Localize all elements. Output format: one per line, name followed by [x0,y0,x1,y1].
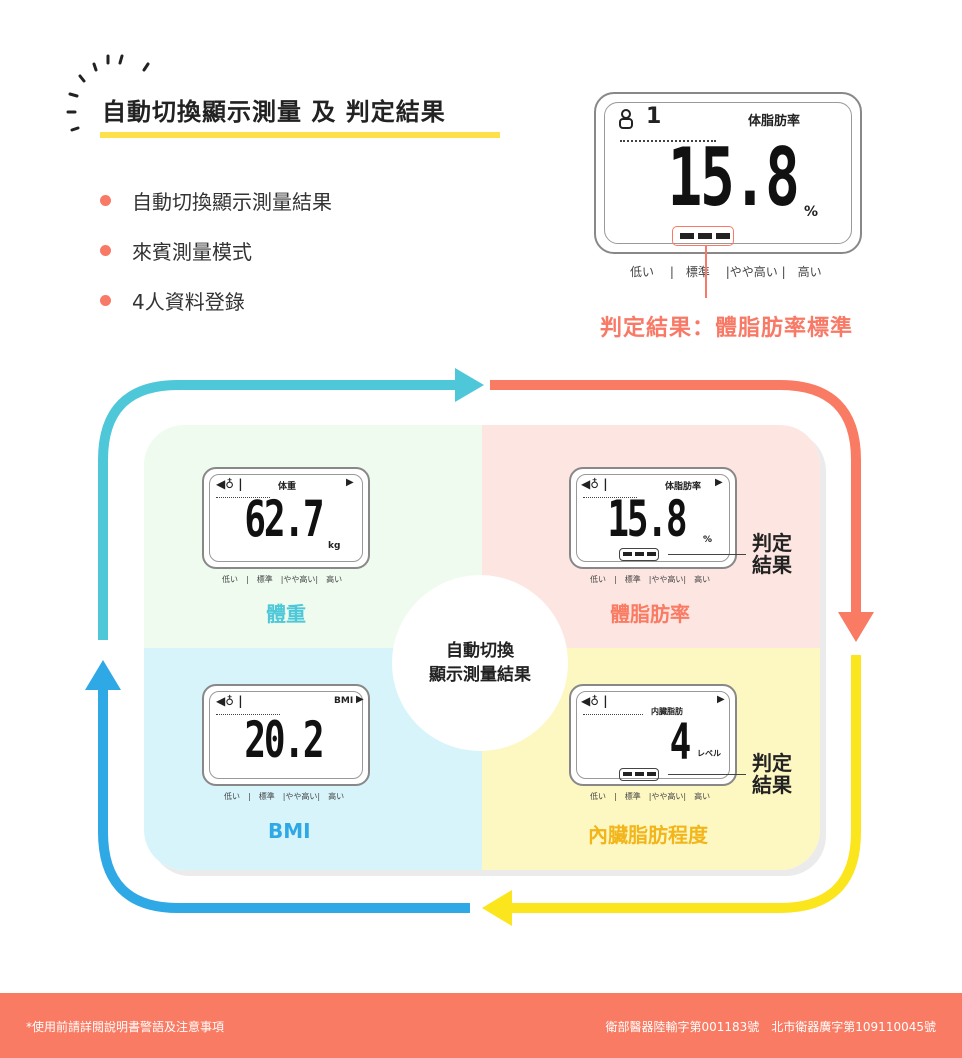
list-item: 自動切換顯示測量結果 [100,186,332,214]
footer: *使用前請詳閱說明書警語及注意事項 衛部醫器陸輸字第001183號 北市衛器廣字… [0,993,962,1058]
lcd-unit: レベル [697,749,721,758]
lcd-label: 体脂肪率 [748,114,801,129]
lcd-value: 15.8 [667,131,800,224]
lcd-display-bmi: ◀♁ | BMI ▶ 20.2 [202,684,370,786]
lcd-display-weight: ◀♁ | 体重 ▶ 62.7 kg [202,467,370,569]
lcd-display-visceral: ◀♁ | 内臓脂肪 ▶ 4 レベル [569,684,737,786]
lcd-value: 20.2 [243,711,324,769]
lcd-label: 体脂肪率 [665,482,702,492]
lcd-unit: % [703,535,713,545]
bullet-dot-icon [100,194,111,206]
judge-bars [623,552,656,556]
bullet-dot-icon [100,244,111,256]
callout-text: 判定結果：體脂肪率標準 [600,316,854,341]
list-item: 4人資料登錄 [100,286,332,314]
lcd-unit: kg [328,541,341,551]
person-icon: ♁ [225,694,235,708]
person-icon: ♁ [225,477,235,491]
footer-license: 衛部醫器陸輸字第001183號 北市衛器廣字第109110045號 [605,1020,936,1034]
judge-bars [680,233,730,239]
judge-label: 判定結果 [752,751,792,797]
callout-line [705,246,707,298]
judge-label: 判定結果 [752,531,792,577]
feature-list: 自動切換顯示測量結果 來賓測量模式 4人資料登錄 [100,186,332,336]
center-line-2: 顯示測量結果 [429,665,531,685]
list-item-text: 4人資料登錄 [132,289,245,314]
scale-row: 低い | 標準 |やや高い| 高い [590,792,711,801]
sparkle-icon [66,54,150,132]
quadrant-label: 體脂肪率 [610,602,690,626]
lcd-unit: % [804,204,819,220]
user-number: 1 [646,104,662,129]
quadrant-label: 內臟脂肪程度 [588,823,708,847]
person-icon: ♁ [590,477,600,491]
list-item-text: 自動切換顯示測量結果 [132,189,332,214]
list-item-text: 來賓測量模式 [132,239,252,264]
quadrant-label: BMI [268,819,311,843]
list-item: 來賓測量模式 [100,236,332,264]
lcd-label: 体重 [278,482,297,492]
scale-row: 低い | 標準 |やや高い| 高い [224,792,345,801]
lcd-label: 内臓脂肪 [651,707,683,716]
center-line-1: 自動切換 [446,641,514,661]
page-title: 自動切換顯示測量 及 判定結果 [102,98,446,126]
quadrant-label: 體重 [266,602,306,626]
scale-row: 低い | 標準 |やや高い | 高い [630,265,822,279]
lcd-display-large: 1 体脂肪率 15.8 % [594,92,862,254]
scale-row: 低い | 標準 |やや高い| 高い [222,575,343,584]
lcd-value: 62.7 [243,490,324,548]
center-circle: 自動切換 顯示測量結果 [392,575,568,751]
person-icon: ♁ [590,694,600,708]
footer-notice: *使用前請詳閱說明書警語及注意事項 [26,1020,225,1034]
title-underline [100,132,500,138]
lcd-display-fat: ◀♁ | 体脂肪率 ▶ 15.8 % [569,467,737,569]
scale-row: 低い | 標準 |やや高い| 高い [590,575,711,584]
bullet-dot-icon [100,294,111,306]
lcd-value: 4 [669,713,691,771]
person-icon [619,109,633,129]
lcd-label: BMI [334,696,354,706]
lcd-value: 15.8 [606,490,687,548]
judge-bars [623,772,656,776]
